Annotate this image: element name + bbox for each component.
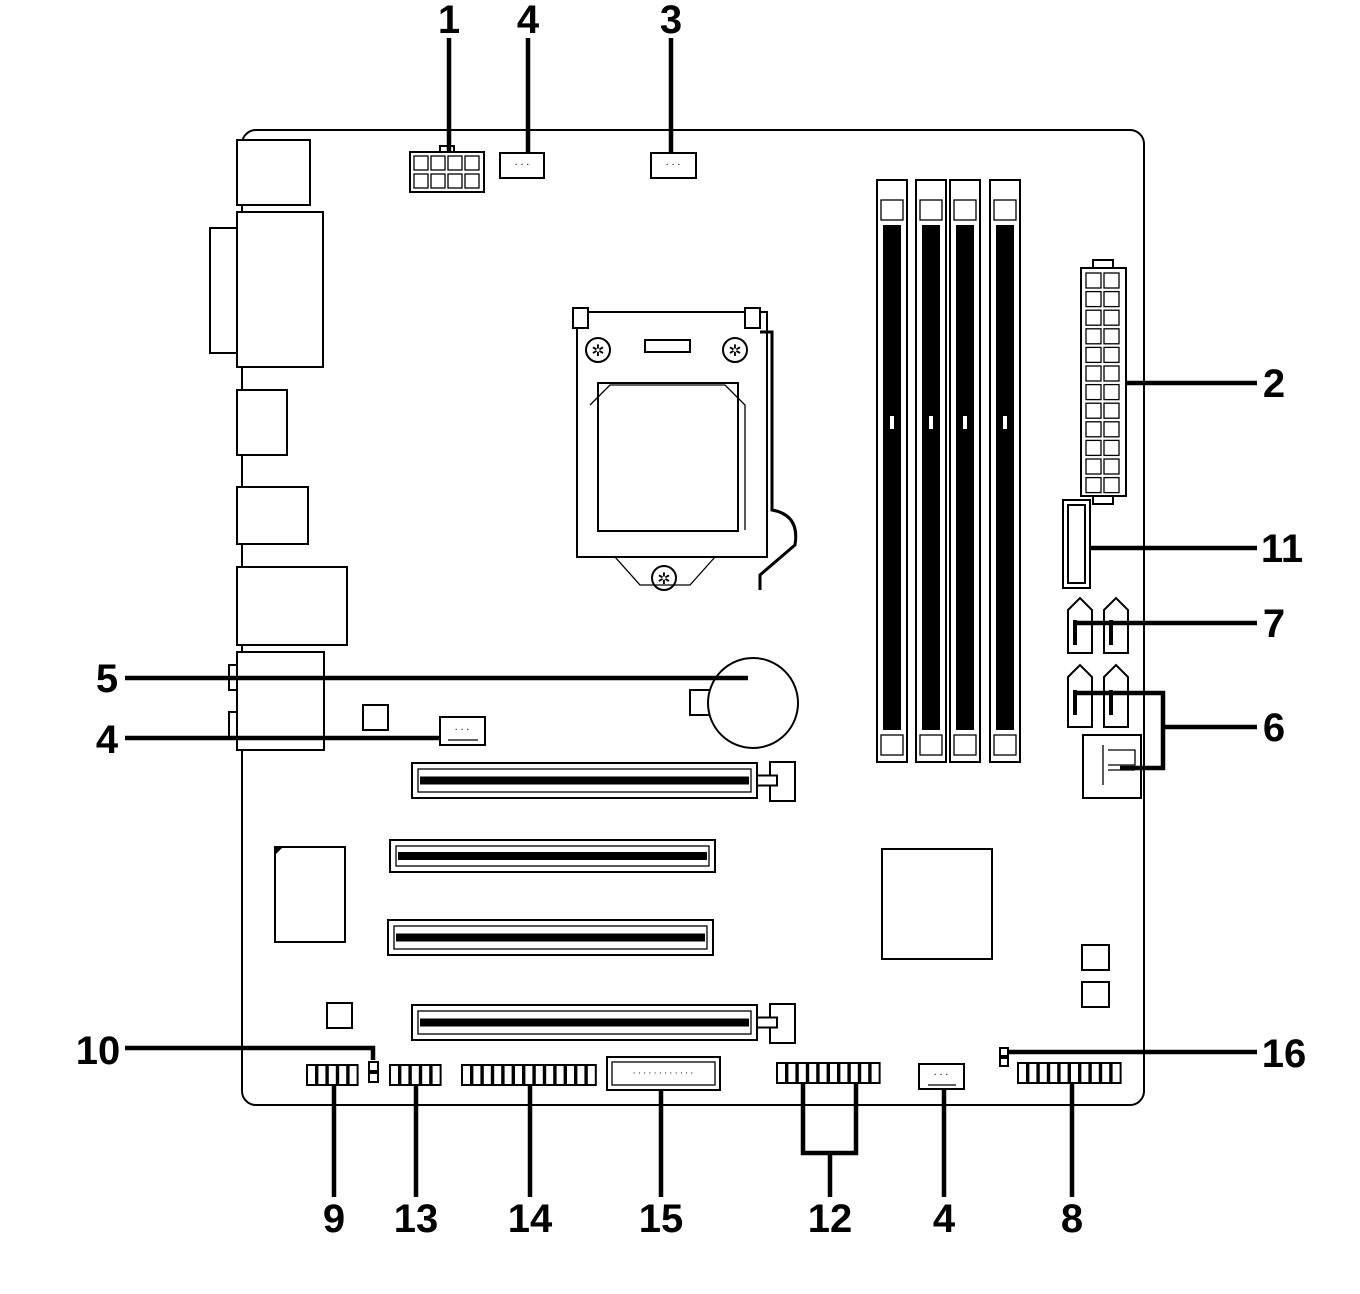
pci-slot [389, 839, 716, 873]
pcie-x16-slot [411, 761, 796, 802]
dimm-slot [989, 179, 1021, 763]
callout-4-bottom: 4 [933, 1197, 956, 1241]
cpu-socket: ✲ ✲ ✲ [572, 307, 798, 591]
dimm-slot [949, 179, 981, 763]
memory-slots [876, 179, 1021, 763]
pin-header [461, 1064, 597, 1086]
callout-8: 8 [1061, 1197, 1083, 1241]
svg-text:✲: ✲ [591, 343, 604, 360]
callout-2: 2 [1263, 362, 1285, 406]
atx-24pin-power-connector [1080, 259, 1127, 505]
expansion-slots [387, 761, 796, 1044]
callout-4-left: 4 [96, 718, 119, 762]
svg-text:· · ·: · · · [455, 725, 470, 736]
fan-header-top-2: · · · [650, 152, 697, 179]
callout-5: 5 [96, 657, 118, 701]
svg-text:· · ·: · · · [934, 1070, 949, 1081]
fan-header-bottom: · · · [918, 1063, 965, 1090]
callout-labels: 1 4 3 2 11 7 6 5 4 10 16 9 13 14 15 12 4… [76, 0, 1307, 1241]
battery [689, 657, 799, 749]
sata-connectors [1067, 596, 1142, 799]
rear-io-panel [209, 139, 348, 751]
fan-header-top-1: · · · [499, 152, 545, 179]
header-11 [1062, 499, 1091, 589]
cpu-8pin-power-connector [409, 145, 485, 193]
svg-text:· · · · · · · · · · · ·: · · · · · · · · · · · · [633, 1068, 694, 1078]
svg-text:✲: ✲ [728, 343, 741, 360]
callout-4-top: 4 [517, 0, 540, 42]
svg-text:· · ·: · · · [666, 160, 681, 171]
callout-9: 9 [323, 1197, 345, 1241]
svg-text:✲: ✲ [657, 571, 670, 588]
pin-header [389, 1064, 442, 1086]
pcie-x16-slot [411, 1003, 796, 1044]
callout-lines [125, 38, 1257, 1197]
svg-text:· · ·: · · · [515, 160, 530, 171]
chips [274, 704, 1110, 1029]
callout-16: 16 [1262, 1032, 1307, 1076]
callout-6: 6 [1263, 706, 1285, 750]
dimm-slot [876, 179, 908, 763]
callout-1: 1 [438, 0, 460, 42]
callout-13: 13 [394, 1197, 439, 1241]
pin-header [306, 1064, 359, 1086]
pin-header [776, 1062, 881, 1084]
callout-14: 14 [508, 1197, 553, 1241]
pin-header [1017, 1062, 1122, 1084]
pci-slot [387, 919, 714, 956]
callout-15: 15 [639, 1197, 684, 1241]
callout-12: 12 [808, 1197, 853, 1241]
callout-3: 3 [660, 0, 682, 42]
fan-header-left: · · · [439, 716, 486, 746]
callout-10: 10 [76, 1029, 121, 1073]
callout-7: 7 [1263, 602, 1285, 646]
dimm-slot [915, 179, 947, 763]
callout-11: 11 [1261, 527, 1303, 571]
